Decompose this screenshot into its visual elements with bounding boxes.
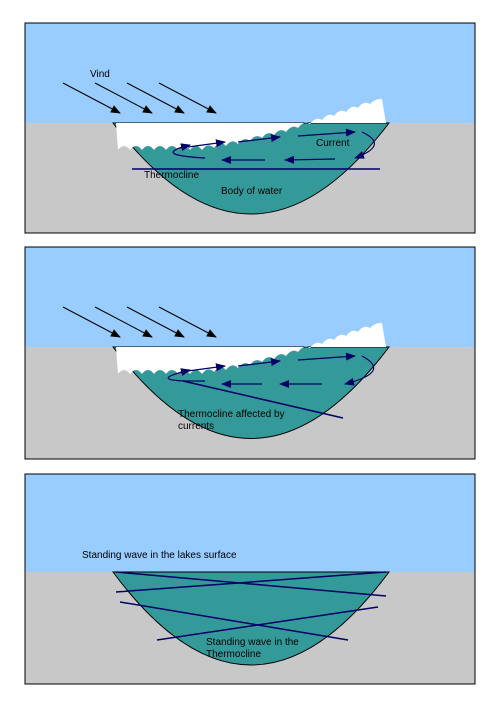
wind-arrow: [158, 306, 217, 338]
thermocline-wave-line: [156, 606, 379, 641]
water-label: Body of water: [221, 186, 283, 197]
current-arrow: [187, 363, 226, 372]
wind-arrow: [126, 82, 185, 114]
wave-surface: [116, 322, 386, 374]
current-arrow: [237, 134, 281, 143]
wave-surface: [116, 98, 386, 150]
wind-arrow: [158, 82, 217, 114]
surface-label: Standing wave in the lakes surface: [82, 550, 237, 561]
standing-wave-lines: [115, 571, 387, 641]
wind-arrow: [62, 306, 121, 338]
thermocline-label: Thermocline: [144, 170, 199, 181]
thermocline-line: [182, 380, 344, 419]
current-arrow: [344, 355, 375, 386]
surface-wave-line: [115, 571, 387, 593]
panel-1: Vind Current Thermocline Body of water: [24, 22, 476, 234]
current-arrow: [187, 139, 226, 148]
current-label: Current: [316, 138, 350, 149]
panel-2: Thermocline affected by currents: [24, 246, 476, 460]
current-arrows: [167, 352, 375, 388]
current-arrow: [297, 352, 356, 361]
wind-label: Vind: [90, 69, 110, 80]
lake-basin: [112, 571, 390, 666]
current-arrow: [237, 358, 281, 367]
surface-wave-line: [115, 571, 387, 597]
current-arrow: [284, 155, 336, 164]
panel-frame: [24, 246, 476, 460]
sky-background: [25, 474, 475, 572]
sky-background: [25, 23, 475, 123]
thermocline-label: Thermocline: [206, 649, 261, 660]
wind-arrows: [62, 82, 217, 114]
wind-arrows: [62, 306, 217, 338]
sky-background: [25, 247, 475, 347]
wind-arrow: [62, 82, 121, 114]
panel-frame: [24, 473, 476, 685]
current-arrow: [167, 368, 206, 382]
current-arrow: [172, 143, 206, 159]
panel-3: Standing wave in the lakes surface Stand…: [24, 473, 476, 685]
thermocline-wave-line: [119, 601, 349, 641]
current-arrows: [172, 128, 375, 164]
thermocline-label: Thermocline affected by: [178, 409, 285, 420]
wind-arrow: [94, 82, 153, 114]
current-arrow: [297, 128, 356, 137]
panel-frame: [24, 22, 476, 234]
wind-arrow: [94, 306, 153, 338]
current-arrow: [354, 131, 375, 159]
wind-arrow: [126, 306, 185, 338]
thermocline-label: currents: [178, 421, 214, 432]
thermocline-label: Standing wave in the: [206, 637, 299, 648]
